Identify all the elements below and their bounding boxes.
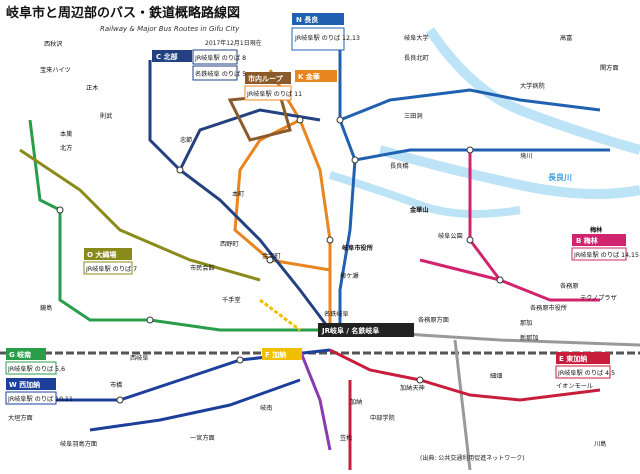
svg-text:千手堂: 千手堂 xyxy=(222,296,241,304)
svg-text:梅林: 梅林 xyxy=(590,226,603,234)
svg-text:金華山: 金華山 xyxy=(409,206,429,214)
svg-text:W 西加納: W 西加納 xyxy=(9,380,40,389)
svg-text:川島: 川島 xyxy=(594,440,606,448)
svg-text:各務原方面: 各務原方面 xyxy=(418,316,449,324)
svg-text:JR岐阜 / 名鉄岐阜: JR岐阜 / 名鉄岐阜 xyxy=(321,326,379,335)
svg-text:JR岐阜駅 のりば 12,13: JR岐阜駅 のりば 12,13 xyxy=(294,34,360,42)
svg-text:市橋: 市橋 xyxy=(110,381,123,389)
badge-g-ginan: G 岐南 xyxy=(6,348,46,360)
map-credit: (出典: 公共交通利用促進ネットワーク) xyxy=(420,454,525,462)
badge-f-kano: F 加納 xyxy=(262,348,302,360)
svg-text:JR岐阜駅 のりば 14,15: JR岐阜駅 のりば 14,15 xyxy=(573,251,639,259)
svg-text:長良橋: 長良橋 xyxy=(390,162,409,170)
svg-text:忠節: 忠節 xyxy=(180,136,192,144)
svg-text:高富: 高富 xyxy=(560,34,572,42)
svg-text:境川: 境川 xyxy=(520,152,532,160)
svg-text:新那加: 新那加 xyxy=(520,334,539,342)
svg-text:大学病院: 大学病院 xyxy=(520,82,545,90)
svg-text:北方: 北方 xyxy=(60,144,72,152)
svg-text:N 長良: N 長良 xyxy=(296,15,318,24)
svg-text:名鉄岐阜 のりば 5: 名鉄岐阜 のりば 5 xyxy=(195,70,246,78)
badge-w-nishi: W 西加納 xyxy=(6,378,56,390)
badge-n-nagara: N 長良 xyxy=(292,13,344,25)
svg-text:各務原市役所: 各務原市役所 xyxy=(530,304,567,312)
map-title-en: Railway & Major Bus Routes in Gifu City xyxy=(100,25,240,33)
svg-text:中部学院: 中部学院 xyxy=(370,414,395,422)
svg-text:一宮方面: 一宮方面 xyxy=(190,434,215,442)
svg-text:長良北町: 長良北町 xyxy=(404,54,429,62)
svg-text:柳ケ瀬: 柳ケ瀬 xyxy=(340,272,359,280)
svg-text:K 金華: K 金華 xyxy=(298,72,320,81)
svg-text:JR岐阜駅 のりば 10,11: JR岐阜駅 のりば 10,11 xyxy=(7,395,73,403)
svg-text:E 東加納: E 東加納 xyxy=(559,354,587,363)
svg-text:西秋沢: 西秋沢 xyxy=(44,40,63,48)
svg-text:各務原: 各務原 xyxy=(560,282,579,290)
svg-text:大垣方面: 大垣方面 xyxy=(8,414,33,422)
svg-text:JR岐阜駅 のりば 5,6: JR岐阜駅 のりば 5,6 xyxy=(7,365,65,373)
svg-text:C 北部: C 北部 xyxy=(156,52,178,61)
map-date: 2017年12月1日現在 xyxy=(205,39,262,47)
svg-text:O 大縄場: O 大縄場 xyxy=(87,250,116,259)
svg-text:宝来ハイツ: 宝来ハイツ xyxy=(40,66,71,74)
svg-text:西野町: 西野町 xyxy=(220,240,239,248)
svg-text:JR岐阜駅 のりば 8: JR岐阜駅 のりば 8 xyxy=(194,54,246,62)
jr-meitetsu-gifu-station: JR岐阜 / 名鉄岐阜 xyxy=(318,323,414,337)
map-title: 岐阜市と周辺部のバス・鉄道概略路線図 xyxy=(6,5,240,21)
svg-text:市内ループ: 市内ループ xyxy=(248,74,284,83)
badge-e-higashi: E 東加納 xyxy=(556,352,610,364)
svg-text:JR岐阜駅 のりば 4,5: JR岐阜駅 のりば 4,5 xyxy=(557,369,615,377)
svg-text:B 梅林: B 梅林 xyxy=(576,236,599,245)
svg-text:市民会館: 市民会館 xyxy=(190,264,215,272)
svg-text:三田洞: 三田洞 xyxy=(404,112,423,120)
svg-text:JR岐阜駅 のりば 7: JR岐阜駅 のりば 7 xyxy=(85,265,137,273)
badge-k-kinka: K 金華 xyxy=(295,70,337,82)
svg-text:正木: 正木 xyxy=(86,84,98,92)
svg-text:岐南: 岐南 xyxy=(260,404,272,412)
svg-text:本町: 本町 xyxy=(232,190,244,198)
svg-text:鏡島: 鏡島 xyxy=(40,304,52,312)
svg-text:JR岐阜駅 のりば 11: JR岐阜駅 のりば 11 xyxy=(246,90,302,98)
svg-text:則武: 則武 xyxy=(100,112,112,120)
nagara-river xyxy=(378,27,640,199)
river-label: 長良川 xyxy=(548,172,572,182)
svg-text:岐阜羽島方面: 岐阜羽島方面 xyxy=(60,440,97,448)
badge-b-umebayashi: B 梅林 xyxy=(572,234,626,246)
badge-o-ogaki: O 大縄場 xyxy=(84,248,132,260)
svg-text:岐阜公園: 岐阜公園 xyxy=(438,232,463,240)
svg-text:テクノプラザ: テクノプラザ xyxy=(580,295,617,302)
station-markers xyxy=(56,116,504,404)
svg-text:那加: 那加 xyxy=(520,319,532,327)
badge-c-north: C 北部 xyxy=(152,50,192,62)
svg-text:イオンモール: イオンモール xyxy=(556,383,593,390)
svg-text:細畑: 細畑 xyxy=(490,372,502,380)
svg-text:加納: 加納 xyxy=(350,398,362,406)
svg-text:岐阜大学: 岐阜大学 xyxy=(404,34,429,42)
svg-text:西岐阜: 西岐阜 xyxy=(130,354,149,362)
station-labels: 西秋沢 宝来ハイツ 正木 則武 市橋 市民会館 岐阜市役所 西野町 千手堂 金宝… xyxy=(8,34,619,448)
svg-text:岐阜市役所: 岐阜市役所 xyxy=(342,244,374,252)
svg-text:金宝町: 金宝町 xyxy=(262,252,281,260)
svg-text:F 加納: F 加納 xyxy=(265,350,286,359)
platform-boxes: JR岐阜駅 のりば 12,13 JR岐阜駅 のりば 8 名鉄岐阜 のりば 5 J… xyxy=(5,27,639,405)
svg-text:笠松: 笠松 xyxy=(340,434,352,442)
badge-loop: 市内ループ xyxy=(245,72,291,84)
svg-text:G 岐南: G 岐南 xyxy=(9,350,31,359)
svg-text:名鉄岐阜: 名鉄岐阜 xyxy=(324,310,349,318)
svg-text:関方面: 関方面 xyxy=(600,64,619,72)
svg-text:加納天神: 加納天神 xyxy=(400,384,425,392)
svg-text:本巣: 本巣 xyxy=(60,130,72,138)
